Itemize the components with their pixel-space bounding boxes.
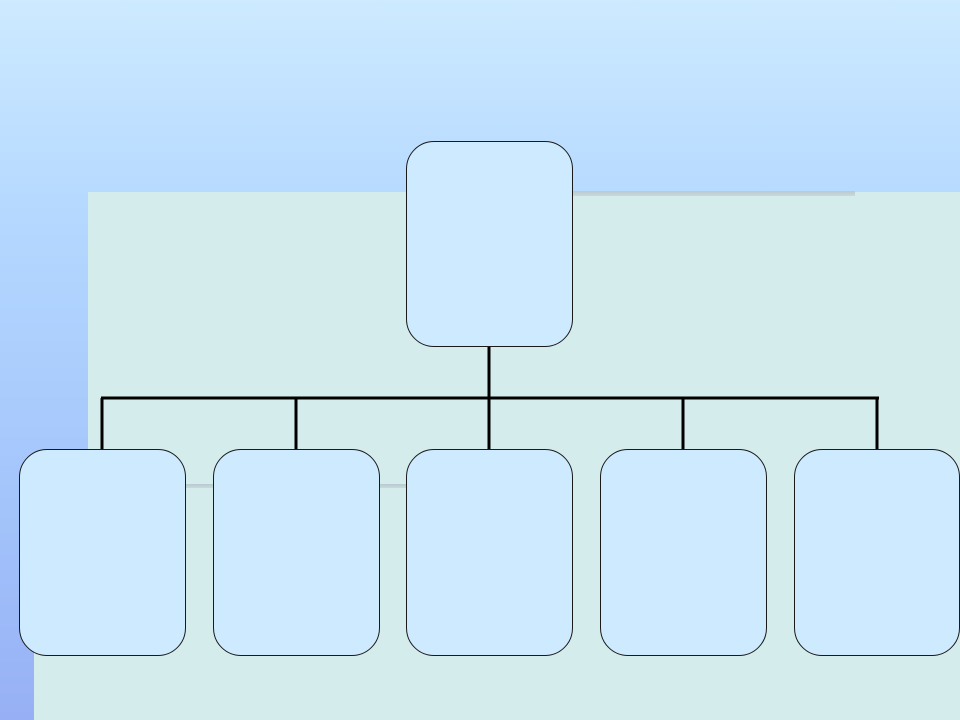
- org-root-box[interactable]: [406, 141, 573, 347]
- org-child-box[interactable]: [19, 449, 186, 656]
- org-child-box[interactable]: [213, 449, 380, 656]
- org-child-box[interactable]: [406, 449, 573, 656]
- org-child-box[interactable]: [794, 449, 960, 656]
- org-child-box[interactable]: [600, 449, 767, 656]
- panel-shadow-edge: [573, 191, 855, 196]
